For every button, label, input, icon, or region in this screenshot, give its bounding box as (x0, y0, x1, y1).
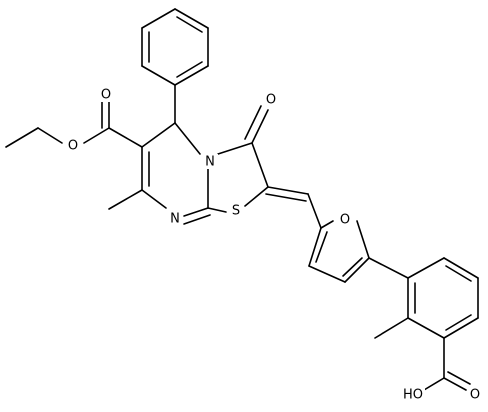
ketone-double (244, 105, 262, 140)
aryl-bond (407, 257, 445, 279)
furan-double (315, 231, 328, 263)
phenyl-inner-bond (176, 16, 203, 33)
aryl-bond (443, 317, 479, 339)
atom-o-acid-carbonyl: O (470, 388, 480, 403)
furan-bond (356, 220, 370, 259)
acid-carbonyl-double (447, 371, 471, 385)
n4-c3-bond (217, 142, 253, 155)
n8-c8a-double (183, 214, 211, 225)
aryl-inner-bond (445, 314, 472, 331)
exocyclic-double (265, 193, 307, 202)
furan-bond (344, 257, 370, 283)
acid-carbonyl-bond (443, 377, 467, 391)
aryl-bond (407, 317, 445, 339)
atom-o-ester-carbonyl: O (101, 88, 111, 103)
ester-o-bond (83, 127, 110, 144)
ethyl-bond (5, 127, 39, 148)
atom-oh-acid: HO (403, 388, 423, 403)
furan-bond (320, 220, 334, 229)
furan-bond (308, 265, 346, 283)
phenyl-bond (174, 65, 209, 86)
ch-furan-bond (307, 193, 322, 229)
atom-n-ring-junction: N (205, 155, 215, 170)
atom-o-ester-ether: O (68, 139, 78, 154)
n8-c8a-bond (183, 207, 209, 217)
c7-n8-bond (141, 189, 167, 209)
furan-aryl-bond (368, 257, 409, 279)
atom-o-furan: O (340, 213, 350, 228)
furan-bond (308, 227, 322, 267)
phenyl-bond (141, 8, 176, 29)
ethyl-bond (37, 127, 63, 144)
c7-methyl-bond (108, 189, 143, 210)
atom-s-thiazole: S (232, 204, 240, 219)
furan-double (342, 257, 363, 277)
atom-labels: O O O N N S O HO O (65, 87, 483, 403)
c2-s-bond (244, 186, 269, 207)
c3-c2-bond (251, 142, 269, 188)
phenyl-bond (141, 65, 176, 86)
acid-oh-bond (423, 377, 445, 391)
aryl-bond (443, 257, 479, 279)
bonds (5, 8, 479, 391)
phenyl-inner-bond (176, 61, 203, 78)
aryl-methyl-bond (374, 317, 409, 339)
ketone-bond (251, 109, 269, 144)
aryl-inner-bond (445, 265, 472, 282)
exocyclic-bond (267, 186, 309, 195)
c6-ester-bond (108, 127, 143, 148)
atom-o-ketone: O (266, 93, 276, 108)
atom-n-pyrimidine: N (170, 212, 180, 227)
s-c8a-bond (207, 207, 227, 213)
n4-c5-bond (174, 122, 201, 155)
c5-c6-bond (141, 122, 176, 148)
phenyl-bond (174, 8, 209, 29)
